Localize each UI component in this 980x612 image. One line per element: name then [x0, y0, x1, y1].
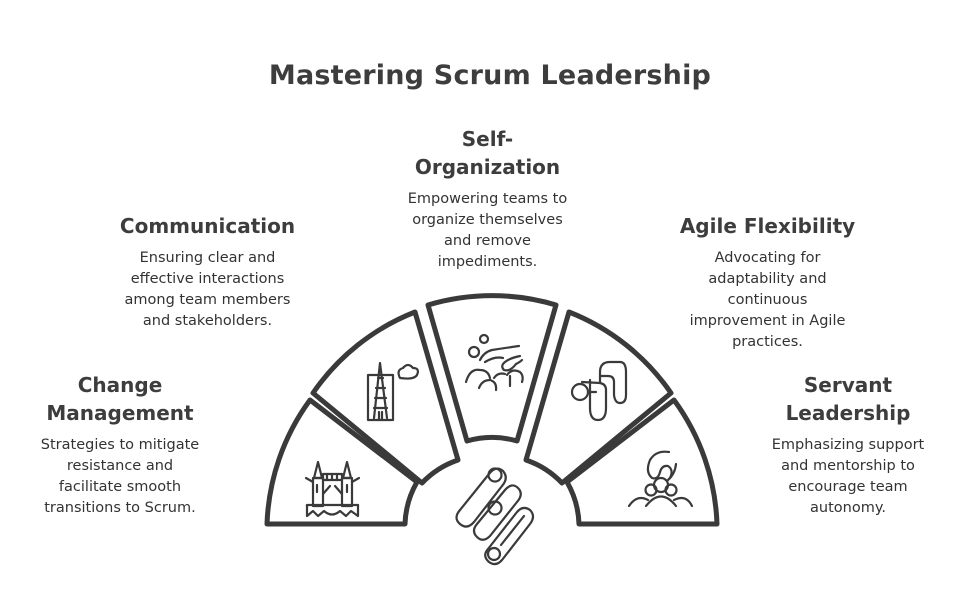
- block-change-management: Change Management Strategies to mitigate…: [20, 371, 220, 519]
- desc-servant-leadership: Emphasizing support and mentorship to en…: [771, 437, 925, 516]
- segment-communication: [310, 309, 461, 486]
- flexible-arrow-icon: [570, 360, 628, 422]
- tower-icon: [366, 361, 419, 422]
- block-servant-leadership: Servant Leadership Emphasizing support a…: [748, 371, 948, 519]
- hand-icon: [464, 333, 524, 392]
- segment-change-management: [264, 397, 420, 527]
- team-support-icon: [627, 450, 694, 508]
- block-self-organization: Self- Organization Empowering teams to o…: [385, 125, 590, 273]
- desc-communication: Ensuring clear and effective interaction…: [124, 250, 291, 329]
- segment-servant-leadership: [564, 397, 720, 527]
- heading-communication: Communication: [119, 214, 296, 238]
- segment-agile-flexibility: [523, 309, 674, 486]
- segment-self-organization: [425, 293, 559, 444]
- heading-agile-flexibility: Agile Flexibility: [679, 214, 856, 238]
- desc-self-organization: Empowering teams to organize themselves …: [407, 191, 568, 270]
- block-communication: Communication Ensuring clear and effecti…: [105, 212, 310, 332]
- heading-servant-leadership: Servant Leadership: [785, 373, 911, 425]
- desc-change-management: Strategies to mitigate resistance and fa…: [40, 437, 200, 516]
- heading-change-management: Change Management: [46, 373, 194, 425]
- block-agile-flexibility: Agile Flexibility Advocating for adaptab…: [665, 212, 870, 353]
- heading-self-organization: Self- Organization: [414, 127, 561, 179]
- desc-agile-flexibility: Advocating for adaptability and continuo…: [689, 250, 846, 350]
- bridge-icon: [304, 460, 361, 518]
- handshake-icon: [455, 467, 535, 566]
- diagram-title: Mastering Scrum Leadership: [268, 60, 712, 91]
